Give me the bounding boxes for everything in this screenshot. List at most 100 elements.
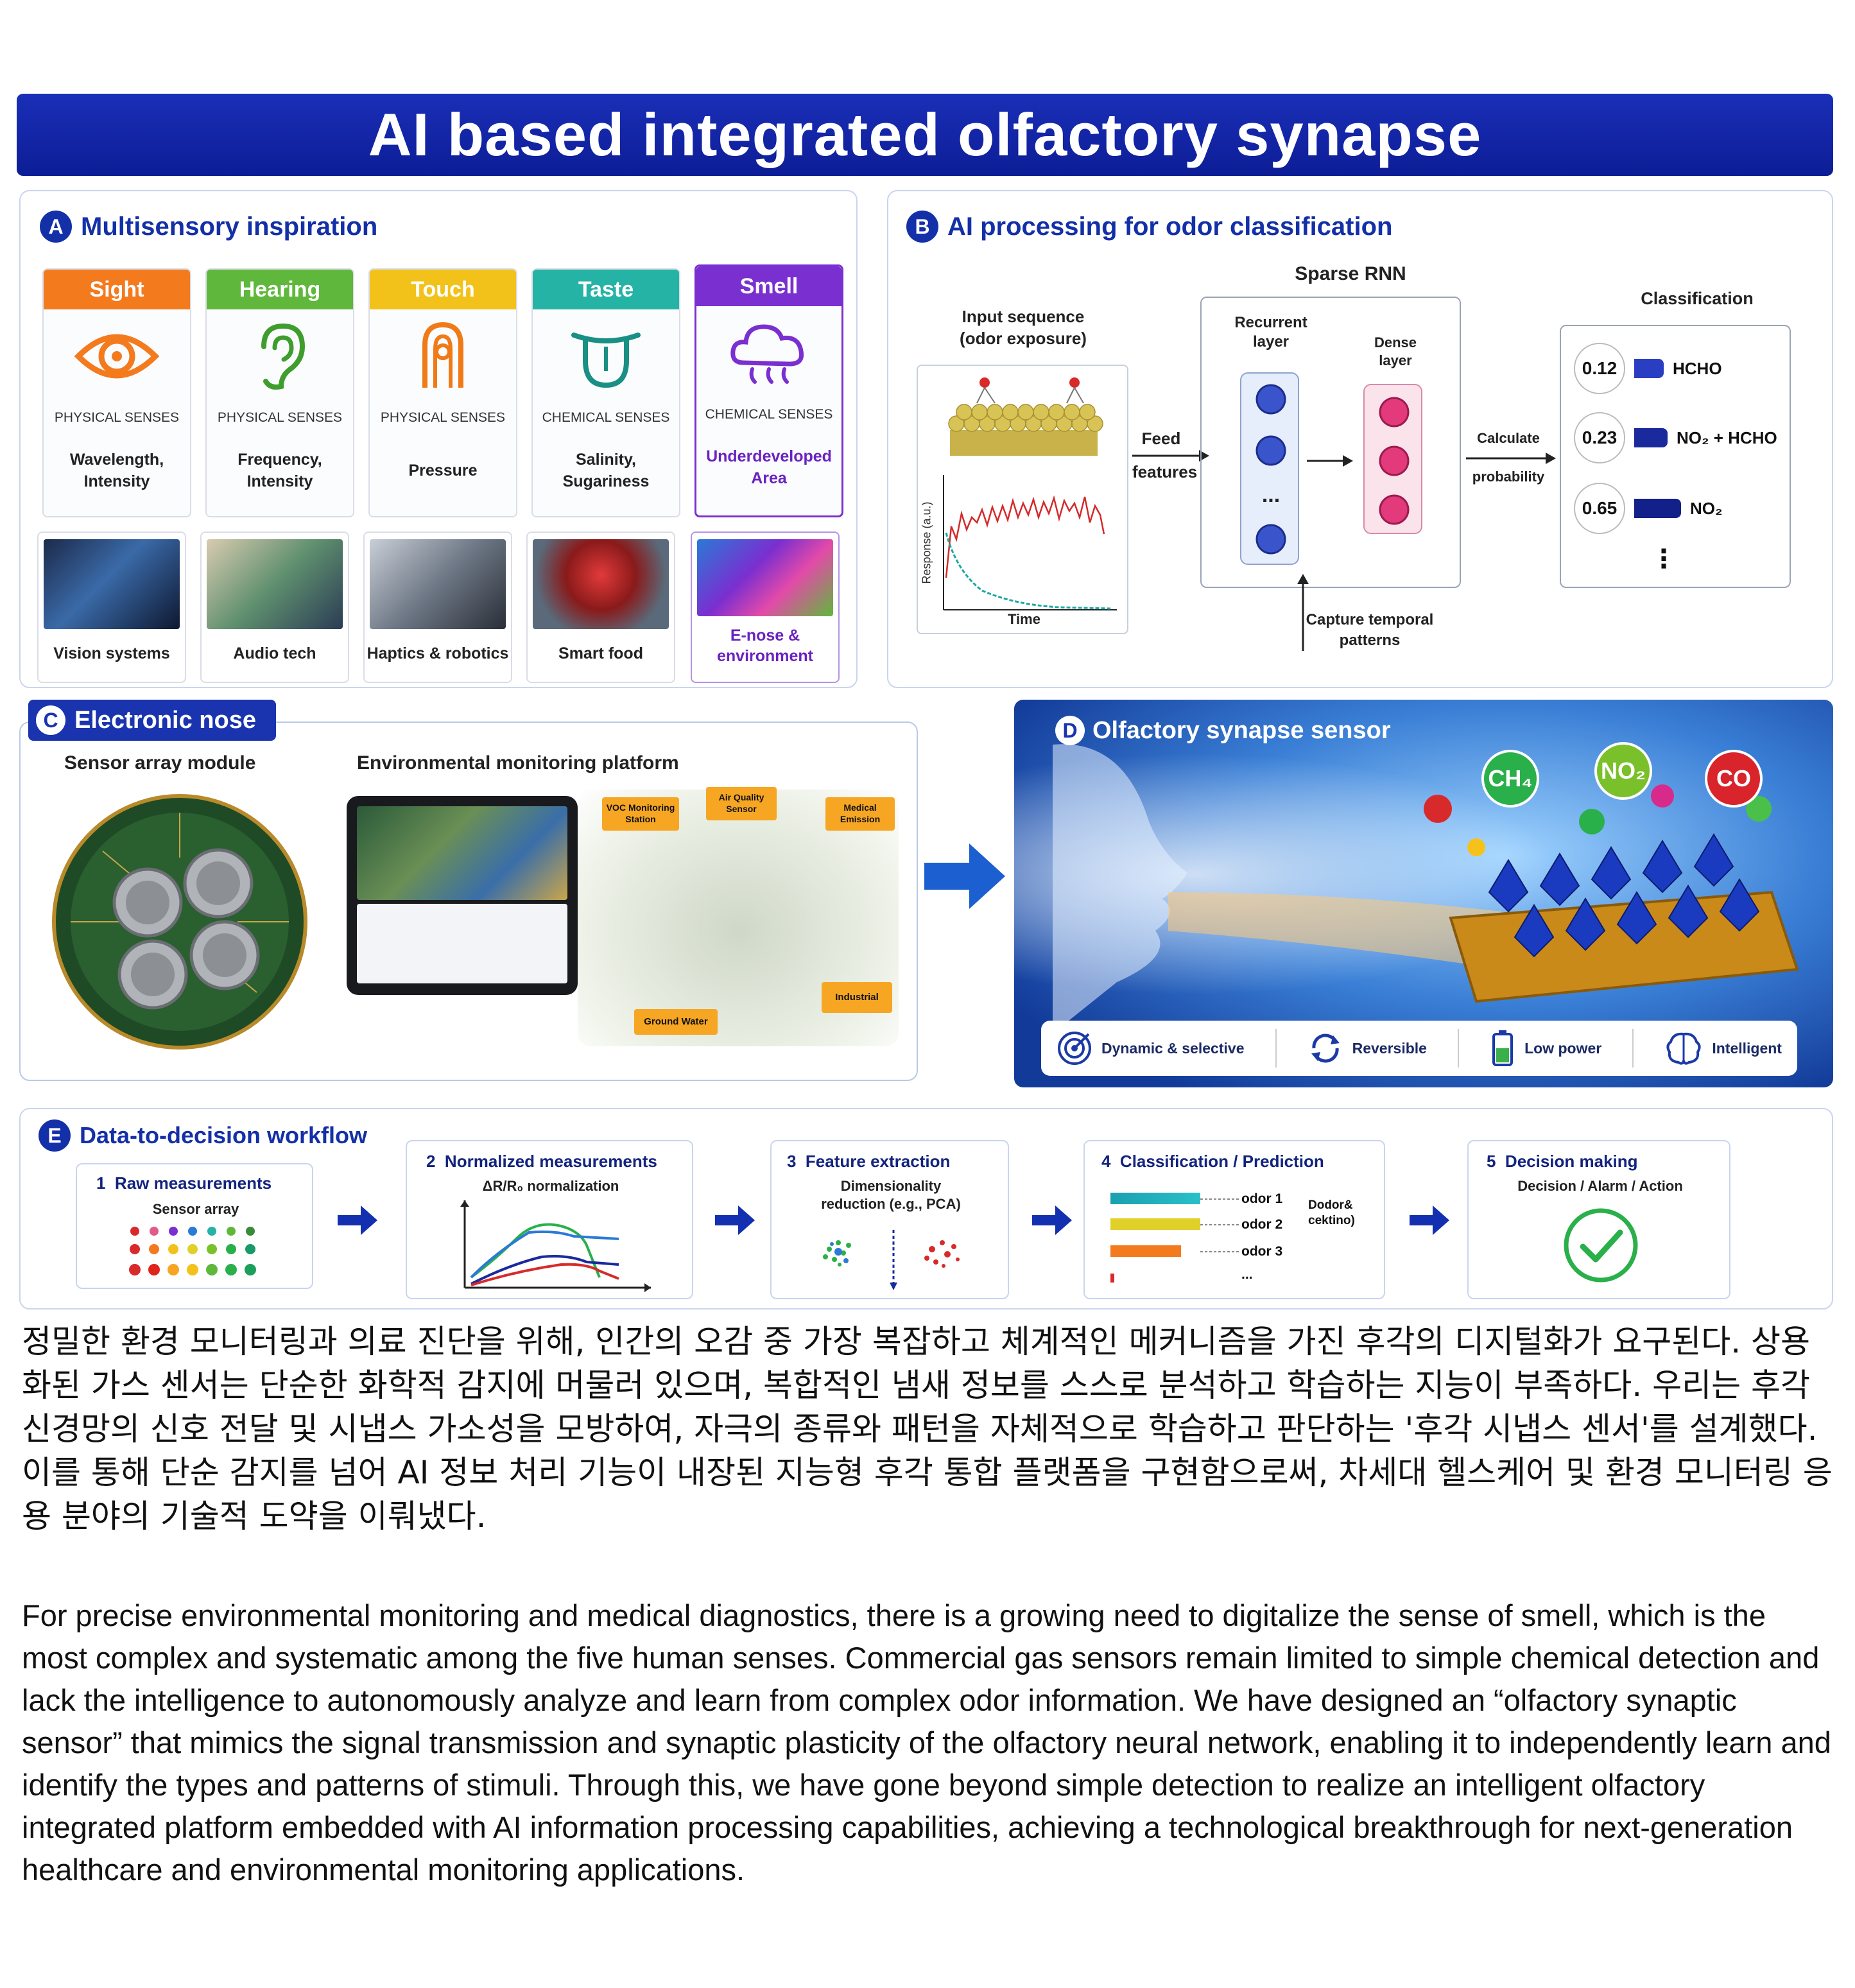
- brain-icon: [1666, 1032, 1701, 1065]
- workflow-step-decision: 5 Decision making Decision / Alarm / Act…: [1467, 1140, 1730, 1299]
- odor-label: odor 1: [1241, 1191, 1283, 1206]
- feature-divider: [1275, 1029, 1277, 1067]
- panel-e-title: Data-to-decision workflow: [80, 1122, 368, 1148]
- panel-ai-processing: B AI processing for odor classification …: [887, 190, 1833, 688]
- input-sequence-title: Input sequence(odor exposure): [960, 307, 1087, 348]
- app-label: Vision systems: [53, 644, 170, 662]
- input-sequence-box: Response (a.u.) Time: [917, 365, 1128, 634]
- panel-c-title: Electronic nose: [74, 706, 256, 734]
- x-axis-label: Time: [1008, 611, 1040, 627]
- haptics-robotics-image: [370, 539, 506, 629]
- feature-label: Reversible: [1352, 1039, 1427, 1057]
- panel-a-badge: A: [40, 211, 72, 243]
- tag-air-quality: Air Quality Sensor: [706, 787, 777, 820]
- sense-description: Salinity,Sugariness: [562, 451, 650, 490]
- odor-label: ...: [1241, 1267, 1253, 1282]
- feed-label-2: features: [1132, 462, 1198, 481]
- panel-c-badge: C: [36, 705, 65, 735]
- step-subtitle: ΔR/R₀ normalization: [482, 1178, 619, 1194]
- dashboard-display: [357, 904, 567, 983]
- tongue-icon: [571, 333, 641, 388]
- feature-label: Dynamic & selective: [1101, 1039, 1245, 1057]
- panel-olfactory-synapse-sensor: D Olfactory synapse sensor CH₄ NO₂ CO Dy…: [1014, 700, 1833, 1087]
- target-icon: [1058, 1032, 1092, 1065]
- calculate-arrow: [1466, 453, 1556, 464]
- app-card-smart-food: Smart food: [526, 532, 675, 683]
- normalized-plot: [460, 1200, 651, 1292]
- cloud-icon: [730, 324, 804, 384]
- step-title: 3 Feature extraction: [787, 1152, 951, 1171]
- sense-name: Sight: [44, 270, 190, 309]
- app-card-vision: Vision systems: [37, 532, 186, 683]
- class-probability: 0.12: [1574, 343, 1625, 394]
- smart-food-image: [533, 539, 669, 629]
- tag-industrial: Industrial: [822, 982, 892, 1013]
- feed-label-1: Feed: [1141, 429, 1181, 448]
- sense-category: CHEMICAL SENSES: [542, 410, 670, 425]
- sense-name: Touch: [370, 270, 516, 309]
- sense-category: CHEMICAL SENSES: [705, 407, 833, 422]
- sense-category: PHYSICAL SENSES: [380, 410, 506, 425]
- panel-c-header: C Electronic nose: [28, 700, 276, 741]
- ear-icon: [261, 323, 306, 390]
- feature-label: Intelligent: [1712, 1039, 1782, 1057]
- app-card-haptics: Haptics & robotics: [363, 532, 512, 683]
- sensor-surface: [948, 377, 1103, 456]
- sense-name: Taste: [533, 270, 679, 309]
- sensor-array-dots: [129, 1227, 256, 1275]
- workflow-arrow-2: [715, 1206, 755, 1235]
- panel-d-title: Olfactory synapse sensor: [1092, 716, 1391, 744]
- gas-bubble-no2: NO₂: [1594, 742, 1652, 800]
- odor-note: Dodor&cektino): [1308, 1198, 1355, 1227]
- step-subtitle: Sensor array: [152, 1201, 239, 1217]
- probability-bar: [1634, 499, 1681, 518]
- gas-bubble-ch4: CH₄: [1481, 750, 1539, 808]
- panel-e-header: E Data-to-decision workflow: [39, 1119, 367, 1152]
- step-subtitle: Decision / Alarm / Action: [1517, 1178, 1683, 1194]
- sparse-rnn-box: [1200, 297, 1461, 588]
- classification-title: Classification: [1641, 289, 1754, 308]
- recurrent-ellipsis: ...: [1261, 483, 1281, 507]
- panel-a-title: Multisensory inspiration: [81, 212, 378, 241]
- calculate-label-1: Calculate: [1477, 430, 1540, 446]
- class-label: HCHO: [1673, 358, 1722, 378]
- panel-b-header: B AI processing for odor classification: [906, 211, 1392, 243]
- tag-ground-water: Ground Water: [634, 1009, 718, 1035]
- odor-label: odor 3: [1241, 1244, 1283, 1259]
- figure-title: AI based integrated olfactory synapse: [17, 94, 1833, 176]
- check-icon: [1564, 1208, 1638, 1283]
- capture-arrow: [1297, 574, 1309, 651]
- class-label: NO₂ + HCHO: [1677, 428, 1777, 447]
- sense-description: Frequency,Intensity: [237, 451, 322, 490]
- class-label: NO₂: [1690, 498, 1723, 518]
- app-label: Smart food: [558, 644, 643, 662]
- class-row: 0.23 NO₂ + HCHO: [1574, 412, 1777, 463]
- workflow-step-raw: 1 Raw measurements Sensor array: [76, 1163, 313, 1289]
- pca-clusters: [823, 1230, 960, 1290]
- sensor-array-module: [52, 794, 307, 1050]
- rnn-inner-arrow: [1307, 455, 1353, 467]
- odor-bar-3: [1110, 1245, 1181, 1257]
- feature-label: Low power: [1524, 1039, 1602, 1057]
- sensor-array-title: Sensor array module: [64, 752, 256, 774]
- panel-d-badge: D: [1055, 716, 1085, 745]
- feature-item: Low power: [1490, 1029, 1601, 1067]
- description-english: For precise environmental monitoring and…: [22, 1598, 1831, 1887]
- app-label: E-nose &environment: [716, 627, 814, 665]
- step-title: 2 Normalized measurements: [426, 1152, 657, 1171]
- sensor-illustration: [1053, 744, 1799, 1033]
- audio-tech-image: [207, 539, 343, 629]
- eye-icon: [74, 334, 160, 379]
- probability-bar: [1634, 359, 1664, 378]
- app-card-audio: Audio tech: [200, 532, 349, 683]
- panel-a-header: A Multisensory inspiration: [40, 211, 377, 243]
- feature-divider: [1458, 1029, 1460, 1067]
- panel-d-header: D Olfactory synapse sensor: [1055, 711, 1505, 750]
- probability-bar: [1634, 428, 1668, 447]
- feature-bar: Dynamic & selective Reversible Low power…: [1041, 1021, 1797, 1076]
- feature-item: Reversible: [1307, 1030, 1427, 1066]
